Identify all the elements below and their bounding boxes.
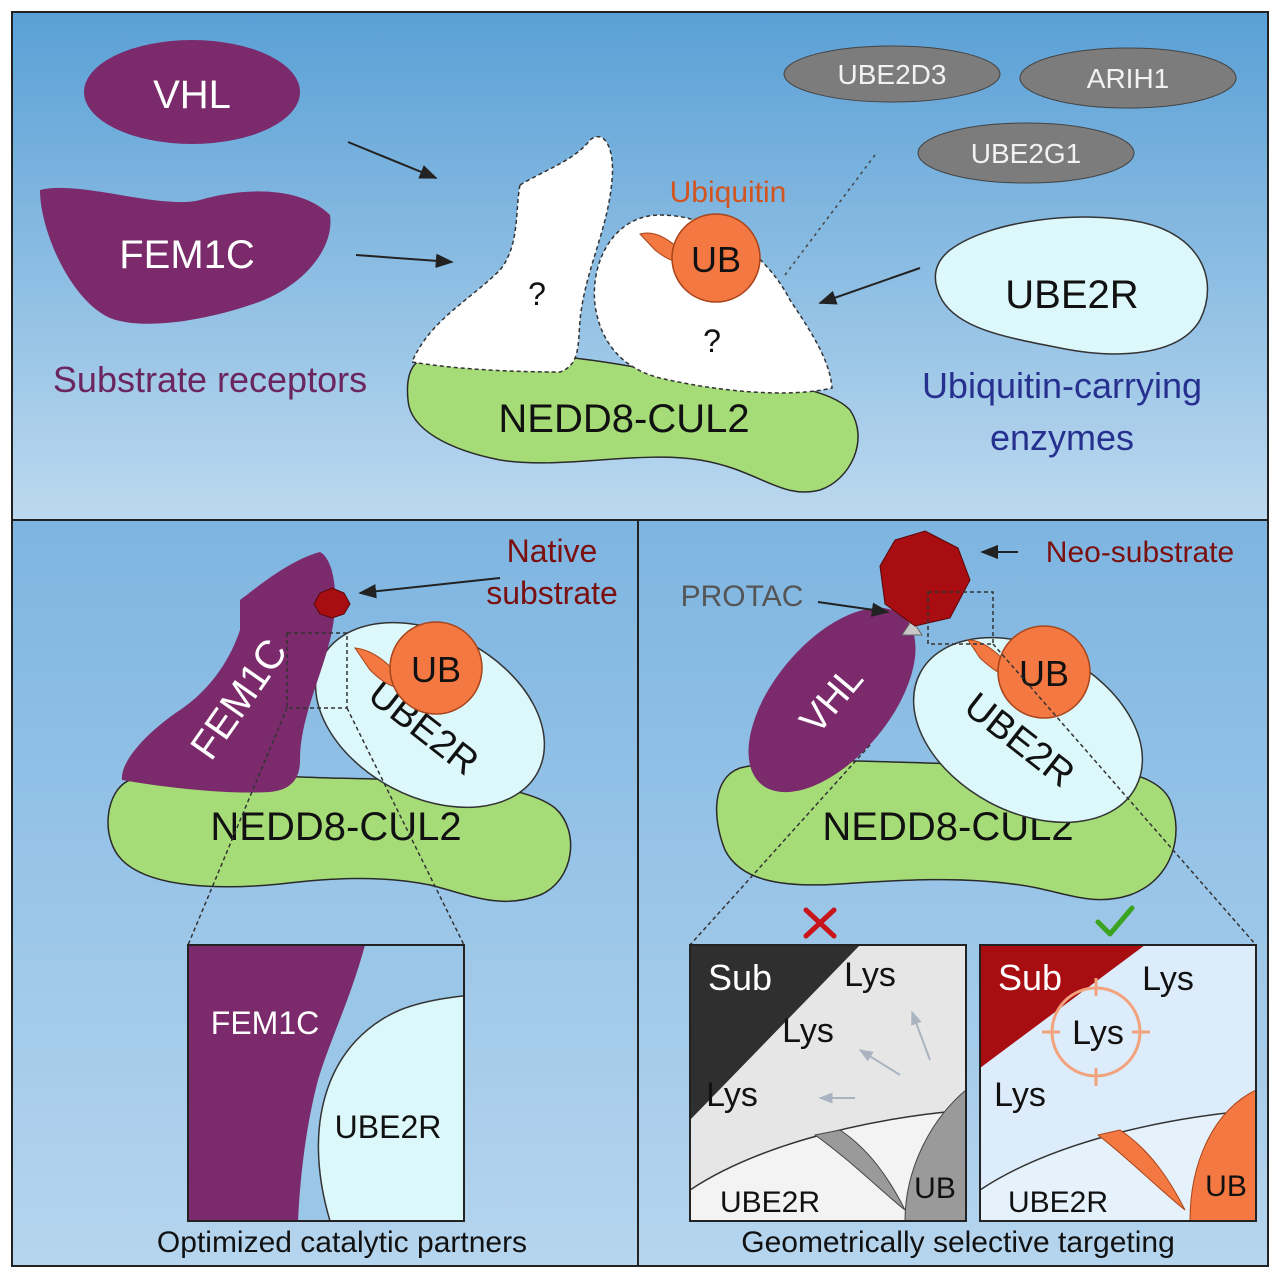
vhl-label: VHL [153, 73, 231, 117]
native-substrate-arrow [358, 577, 501, 599]
zoom-inset-left: FEM1C UBE2R [188, 945, 464, 1221]
fem1c-shape-left [121, 552, 336, 793]
ube2d3-label: UBE2D3 [838, 59, 947, 90]
ub-label-top: UB [691, 239, 741, 280]
left-caption: Optimized catalytic partners [157, 1226, 527, 1259]
neo-substrate-label: Neo-substrate [1046, 536, 1234, 569]
zoom-source-box-left [286, 632, 348, 709]
zoom-guide-left-2 [346, 707, 465, 946]
zoom-guide-left-1 [187, 707, 288, 946]
cul2-label-left: NEDD8-CUL2 [210, 805, 461, 849]
native-label-line2: substrate [486, 575, 618, 611]
ube2r-label-top: UBE2R [1005, 273, 1138, 317]
good-inset-frame [979, 944, 1257, 1222]
ub-label-right: UB [1019, 653, 1069, 694]
bad-inset-frame [689, 944, 967, 1222]
vhl-receptor: VHL [84, 40, 300, 144]
unknown-mark-2: ? [703, 323, 721, 359]
zoom-guide-right-2 [992, 643, 1257, 946]
arih1-enzyme: ARIH1 [1019, 47, 1237, 109]
bad-geometry-inset: Sub Lys Lys Lys UBE2R UB [690, 945, 966, 1221]
bad-sub-label: Sub [708, 957, 772, 998]
bad-ub-label: UB [914, 1172, 956, 1205]
ub-ball-right [997, 625, 1091, 719]
right-caption: Geometrically selective targeting [741, 1226, 1175, 1259]
unknown-mark-1: ? [528, 276, 546, 312]
good-ub-label: UB [1205, 1170, 1247, 1203]
ubiquitin-label: Ubiquitin [670, 176, 787, 209]
ube2g1-label: UBE2G1 [971, 138, 1082, 169]
arih1-label: ARIH1 [1087, 63, 1169, 94]
good-lys-1: Lys [1142, 960, 1194, 998]
good-ube2r-label: UBE2R [1008, 1186, 1108, 1219]
fem1c-arrow [355, 253, 454, 269]
good-sub-label: Sub [998, 957, 1062, 998]
substrate-receptors-caption: Substrate receptors [53, 359, 367, 400]
cul2-label-top: NEDD8-CUL2 [498, 397, 749, 441]
zoom-inset-frame-left [187, 944, 465, 1222]
ub-ball-left [389, 621, 483, 715]
check-icon [1095, 905, 1135, 937]
enzymes-caption-line1: Ubiquitin-carrying [922, 365, 1202, 406]
native-label-line1: Native [507, 533, 598, 569]
good-geometry-inset: Sub Lys Lys Lys UBE2R UB [980, 945, 1256, 1221]
ube2d3-enzyme: UBE2D3 [783, 45, 1001, 103]
protac-label: PROTAC [681, 580, 804, 613]
good-lys-2: Lys [1072, 1014, 1124, 1052]
bad-ube2r-label: UBE2R [720, 1186, 820, 1219]
zoom-guide-right-1 [689, 744, 871, 946]
cul2-complex-left: NEDD8-CUL2 UBE2R FEM1C UB [107, 552, 572, 903]
ube2r-enzyme-top: UBE2R [934, 216, 1209, 355]
enzymes-caption-line2: enzymes [990, 417, 1134, 458]
good-lys-3: Lys [994, 1076, 1046, 1114]
unknown-receptor-slot [410, 136, 614, 373]
zoom-fem1c-label: FEM1C [211, 1005, 319, 1041]
vhl-shape-right [748, 607, 916, 793]
zoom-source-box-right [927, 591, 994, 645]
ub-label-left: UB [411, 649, 461, 690]
cul2-complex-right: NEDD8-CUL2 UBE2R VHL UB [715, 530, 1177, 901]
bad-lys-1: Lys [844, 956, 896, 994]
unknown-enzyme-slot [593, 214, 833, 394]
ubiquitin-ball-top [671, 213, 761, 303]
bad-lys-3: Lys [706, 1076, 758, 1114]
ube2r-arrow [818, 267, 921, 305]
cross-icon [803, 907, 837, 939]
fem1c-label: FEM1C [119, 233, 255, 277]
native-substrate-hexagon [313, 587, 351, 619]
neo-substrate-hexagon [879, 530, 971, 627]
fem1c-receptor: FEM1C [40, 187, 331, 324]
protac-triangle-2 [901, 619, 923, 636]
protac-arrow [817, 601, 890, 617]
zoom-ube2r-label: UBE2R [335, 1109, 442, 1145]
bad-lys-2: Lys [782, 1012, 834, 1050]
cul2-complex-top: NEDD8-CUL2 ? ? UB Ubiquitin [406, 136, 859, 493]
vhl-arrow [347, 141, 438, 179]
ube2g1-enzyme: UBE2G1 [917, 122, 1135, 184]
